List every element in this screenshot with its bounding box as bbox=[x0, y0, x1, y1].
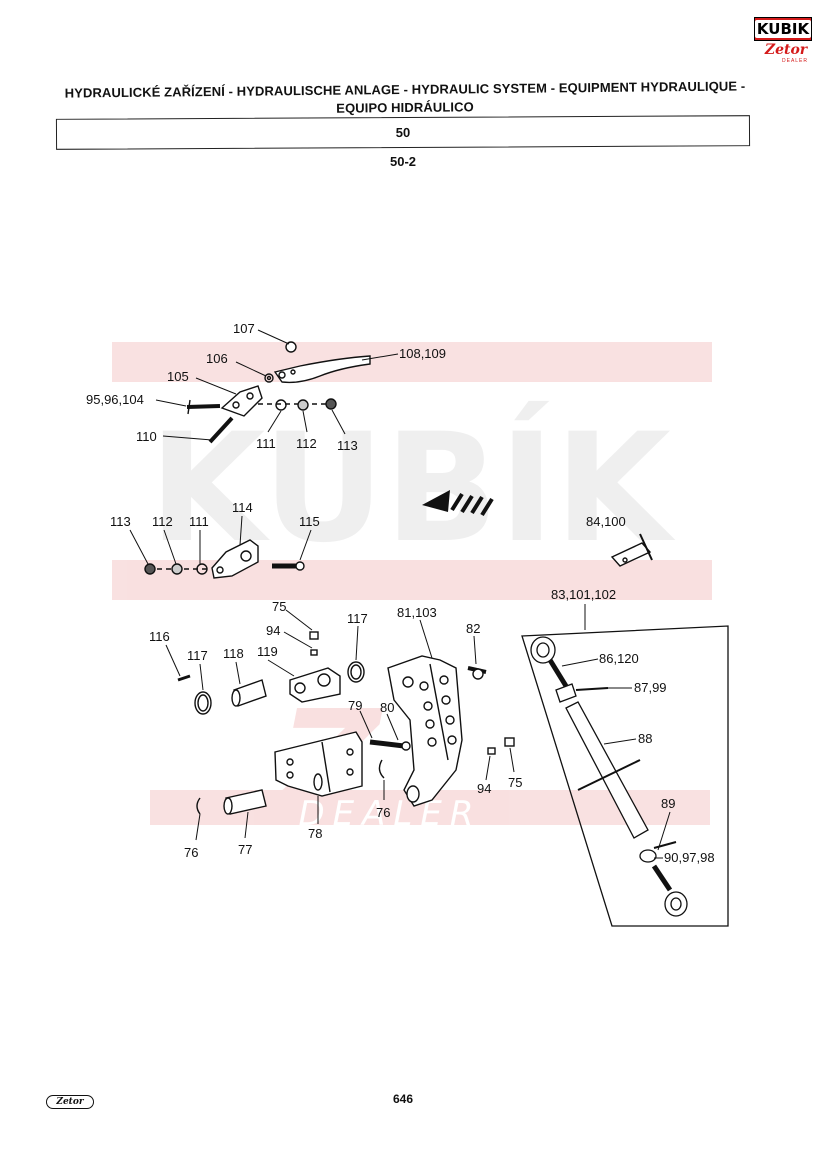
zetor-logo: Zetor bbox=[764, 42, 808, 58]
part-label-95-96-104: 95,96,104 bbox=[86, 392, 144, 407]
part-label-113-mid: 113 bbox=[110, 514, 131, 529]
part-label-83-101-102: 83,101,102 bbox=[551, 587, 616, 602]
part-label-82: 82 bbox=[466, 621, 480, 636]
part-label-117-right: 117 bbox=[347, 611, 368, 626]
middle-leaders bbox=[129, 515, 312, 565]
part-label-113-top: 113 bbox=[337, 438, 358, 453]
footer-zetor-logo: Zetor bbox=[46, 1095, 94, 1109]
part-label-115: 115 bbox=[299, 514, 320, 529]
top-link-leaders bbox=[561, 604, 671, 859]
part-label-106: 106 bbox=[206, 351, 228, 366]
part-label-77: 77 bbox=[238, 842, 252, 857]
bracket-81 bbox=[387, 655, 515, 807]
part-label-112-top: 112 bbox=[296, 436, 317, 451]
part-label-94-top: 94 bbox=[266, 623, 280, 638]
part-label-111-top: 111 bbox=[256, 436, 276, 451]
upper-leaders bbox=[155, 329, 399, 441]
middle-bracket-assembly bbox=[144, 539, 305, 579]
part-label-76-right: 76 bbox=[376, 805, 390, 820]
part-label-112-mid: 112 bbox=[152, 514, 173, 529]
direction-arrow-icon bbox=[422, 490, 494, 517]
part-label-88: 88 bbox=[638, 731, 652, 746]
part-label-116: 116 bbox=[149, 629, 170, 644]
pin-84 bbox=[610, 533, 653, 567]
part-label-89: 89 bbox=[661, 796, 675, 811]
part-label-90-97-98: 90,97,98 bbox=[664, 850, 715, 865]
part-label-79: 79 bbox=[348, 698, 362, 713]
part-label-110: 110 bbox=[136, 429, 157, 444]
upper-bracket-assembly bbox=[186, 341, 371, 444]
part-label-87-99: 87,99 bbox=[634, 680, 667, 695]
watermark-text: KUBÍK bbox=[149, 401, 676, 576]
part-label-80: 80 bbox=[380, 700, 394, 715]
part-label-107: 107 bbox=[233, 321, 255, 336]
part-label-108-109: 108,109 bbox=[399, 346, 446, 361]
lower-left-parts bbox=[177, 631, 411, 815]
part-label-86-120: 86,120 bbox=[599, 651, 639, 666]
part-label-114: 114 bbox=[232, 500, 253, 515]
part-label-81-103: 81,103 bbox=[397, 605, 437, 620]
lower-left-leaders bbox=[165, 609, 399, 841]
top-link-assembly bbox=[521, 625, 729, 927]
part-label-76-left: 76 bbox=[184, 845, 198, 860]
part-label-75-right: 75 bbox=[508, 775, 522, 790]
part-label-117-left: 117 bbox=[187, 648, 208, 663]
part-label-84-100: 84,100 bbox=[586, 514, 626, 529]
part-label-119: 119 bbox=[257, 644, 278, 659]
part-label-94-right: 94 bbox=[477, 781, 491, 796]
part-label-111-mid: 111 bbox=[189, 514, 209, 529]
kubik-logo: KUBIK bbox=[754, 17, 812, 41]
watermark-dealer: DEALER bbox=[299, 794, 482, 834]
part-label-78: 78 bbox=[308, 826, 322, 841]
dealer-tagline: DEALER bbox=[782, 58, 809, 64]
subsection-number: 50-2 bbox=[389, 154, 417, 169]
bracket-81-leaders bbox=[419, 619, 515, 781]
page-number: 646 bbox=[393, 1092, 414, 1106]
part-label-105: 105 bbox=[167, 369, 189, 384]
part-label-118: 118 bbox=[223, 646, 244, 661]
part-label-75-top: 75 bbox=[272, 599, 286, 614]
